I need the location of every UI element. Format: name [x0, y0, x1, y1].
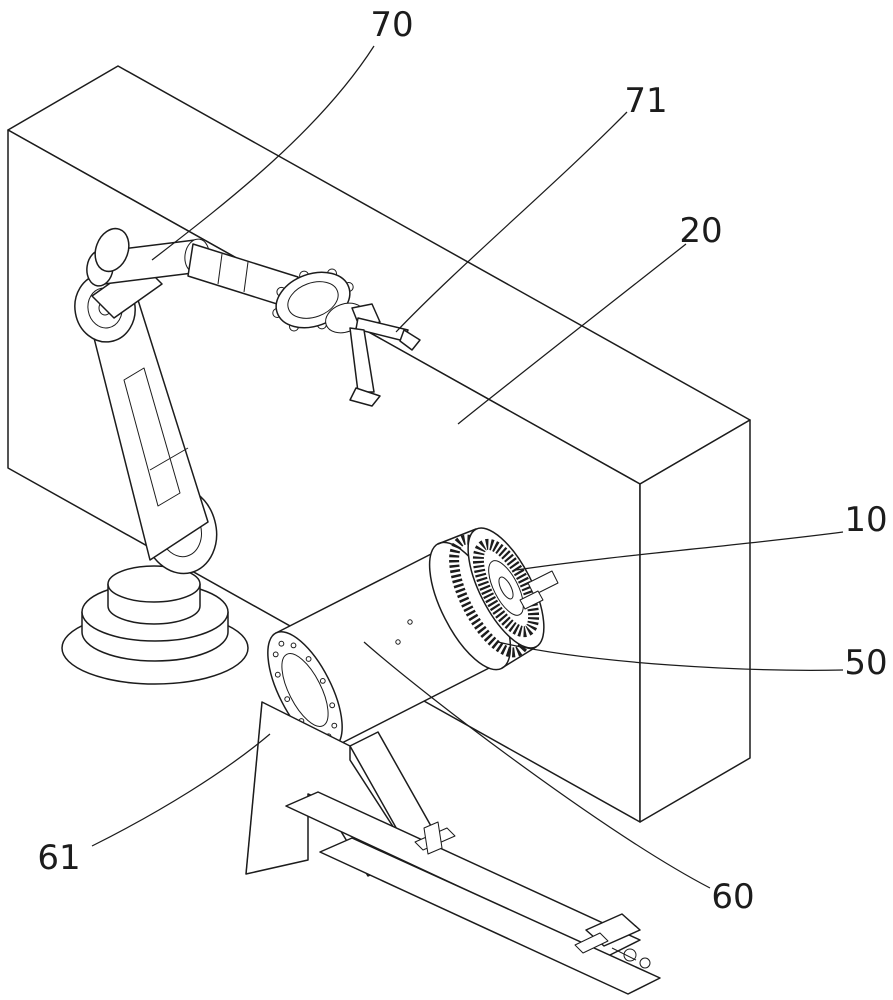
leader-10 [515, 531, 844, 571]
leader-50 [497, 641, 844, 671]
carriage-motor [574, 913, 651, 969]
label-60: 60 [711, 877, 754, 917]
leader-60 [363, 641, 711, 889]
linear-rail [285, 791, 661, 995]
lower-arm-link [91, 299, 209, 561]
label-20: 20 [679, 211, 722, 251]
robot-base [61, 565, 249, 685]
gripper [349, 303, 421, 407]
label-70: 70 [370, 5, 413, 45]
label-71: 71 [624, 81, 667, 121]
gear-connector [519, 590, 544, 610]
label-10: 10 [844, 500, 887, 540]
ring-gear [428, 527, 559, 671]
reference-labels: 70 71 20 10 50 61 60 [37, 5, 887, 917]
leader-61 [91, 733, 271, 847]
robot-arm [61, 227, 421, 685]
leader-20 [457, 243, 687, 425]
box-right-face [639, 419, 751, 823]
leader-70 [151, 45, 375, 261]
wrist-ring [272, 268, 365, 334]
cylinder-assembly [245, 527, 661, 995]
gear-fitting [527, 570, 559, 596]
label-61: 61 [37, 838, 80, 878]
label-50: 50 [844, 643, 887, 683]
leader-lines [91, 45, 844, 889]
leader-71 [395, 111, 628, 333]
